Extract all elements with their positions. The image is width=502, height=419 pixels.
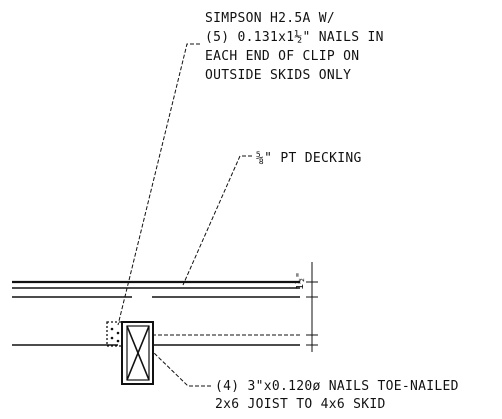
clip-nail-1	[110, 327, 114, 331]
clip-nail-4	[116, 339, 120, 343]
clip-note-line-2: (5) 0.131x1½" NAILS IN	[205, 30, 384, 45]
skid-cross-2	[126, 325, 150, 381]
nail-note-line-1: (4) 3"x0.120ø NAILS TOE-NAILED	[215, 379, 459, 394]
clip-note-line-1: SIMPSON H2.5A W/	[205, 11, 335, 26]
clip-note-line-4: OUTSIDE SKIDS ONLY	[205, 68, 351, 83]
skid-inner	[126, 325, 150, 381]
clip-nail-3	[110, 336, 114, 340]
nail-leader-line	[152, 351, 211, 387]
clip-nail-2	[116, 331, 120, 335]
joist	[12, 296, 300, 346]
nail-note-line-2: 2x6 JOIST TO 4x6 SKID	[215, 397, 386, 412]
decking-note: ⅝" PT DECKING	[256, 151, 362, 166]
clip-leader	[117, 43, 200, 326]
clip-leader-line	[117, 43, 200, 326]
decking-leader-line	[182, 155, 252, 286]
nail-note: (4) 3"x0.120ø NAILS TOE-NAILED 2x6 JOIST…	[215, 379, 459, 412]
skid-section	[121, 321, 154, 385]
clip-note: SIMPSON H2.5A W/ (5) 0.131x1½" NAILS IN …	[205, 11, 384, 83]
clip-note-line-3: EACH END OF CLIP ON	[205, 49, 359, 64]
dimension-label: 1½"	[294, 272, 306, 290]
decking-boards	[12, 280, 300, 289]
dimension: 1½"	[294, 262, 318, 352]
